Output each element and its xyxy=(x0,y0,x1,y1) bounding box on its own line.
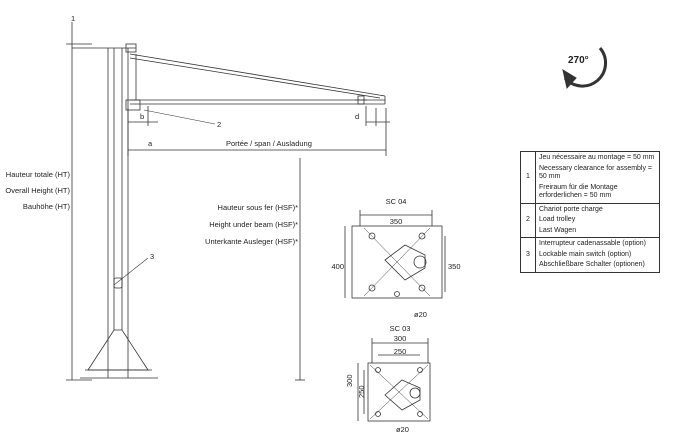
span-label: Portée / span / Ausladung xyxy=(226,139,312,148)
overall-height-label-fr: Hauteur totale (HT) xyxy=(5,170,70,179)
overall-height-label-en: Overall Height (HT) xyxy=(5,186,70,195)
callout-b: b xyxy=(140,112,145,121)
sc04-title: SC 04 xyxy=(385,197,407,206)
sc04-height-left: 400 xyxy=(331,262,344,271)
legend-text: Interrupteur cadenassable (option) Locka… xyxy=(535,237,660,273)
crane-column xyxy=(72,43,158,379)
under-beam-label-fr: Hauteur sous fer (HSF)* xyxy=(217,203,298,212)
callout-3: 3 xyxy=(150,252,155,261)
sc03-width-outer: 300 xyxy=(393,334,407,343)
legend-row: 1 Jeu nécessaire au montage = 50 mm Nece… xyxy=(520,151,660,204)
rotation-arrow-icon xyxy=(562,47,608,90)
overall-height-label-de: Bauhöhe (HT) xyxy=(22,202,70,211)
crane-jib xyxy=(125,53,386,111)
legend-row: 3 Interrupteur cadenassable (option) Loc… xyxy=(520,237,660,273)
under-beam-dimension xyxy=(113,158,305,381)
under-beam-label-en: Height under beam (HSF)* xyxy=(209,220,298,229)
legend-num: 3 xyxy=(520,237,536,273)
sc03-width-inner: 250 xyxy=(393,347,407,356)
callout-a: a xyxy=(148,139,153,148)
sc03-height-inner: 250 xyxy=(357,385,366,398)
legend-line: Abschließbare Schalter (optionen) xyxy=(539,261,645,268)
under-beam-label-de: Unterkante Ausleger (HSF)* xyxy=(205,237,298,246)
sc04-width: 350 xyxy=(389,217,403,226)
callout-d: d xyxy=(355,112,360,121)
legend-line: Lockable main switch (option) xyxy=(539,250,632,258)
plate-sc03-drawing xyxy=(357,338,431,422)
legend-line: Last Wagen xyxy=(539,226,577,234)
legend-line: Interrupteur cadenassable (option) xyxy=(539,240,647,247)
legend-text: Jeu nécessaire au montage = 50 mm Necess… xyxy=(535,151,660,204)
sc03-title: SC 03 xyxy=(389,324,411,333)
span-dimensions xyxy=(127,106,390,156)
rotation-label: 270° xyxy=(568,55,589,66)
callout-1: 1 xyxy=(71,14,76,23)
sc04-hole: ø20 xyxy=(414,310,427,319)
sc04-height-right: 350 xyxy=(448,262,461,271)
legend-num: 1 xyxy=(520,151,536,204)
callout-2: 2 xyxy=(217,120,222,129)
legend-row: 2 Chariot porte charge Load trolley Last… xyxy=(520,202,660,238)
legend-line: Necessary clearance for assembly = 50 mm xyxy=(539,164,653,181)
legend-num: 2 xyxy=(520,202,536,238)
legend-text: Chariot porte charge Load trolley Last W… xyxy=(535,202,660,238)
sc03-hole: ø20 xyxy=(396,425,409,434)
legend-line: Chariot porte charge xyxy=(539,205,603,213)
legend-line: Load trolley xyxy=(539,216,576,223)
overall-height-dimension xyxy=(66,22,92,381)
legend-table: 1 Jeu nécessaire au montage = 50 mm Nece… xyxy=(520,151,660,273)
plate-sc04-drawing xyxy=(344,210,446,299)
legend-line: Freiraum für die Montage erforderlichen … xyxy=(539,183,618,200)
legend-line: Jeu nécessaire au montage = 50 mm xyxy=(539,154,655,161)
sc03-height-outer: 300 xyxy=(345,374,354,387)
